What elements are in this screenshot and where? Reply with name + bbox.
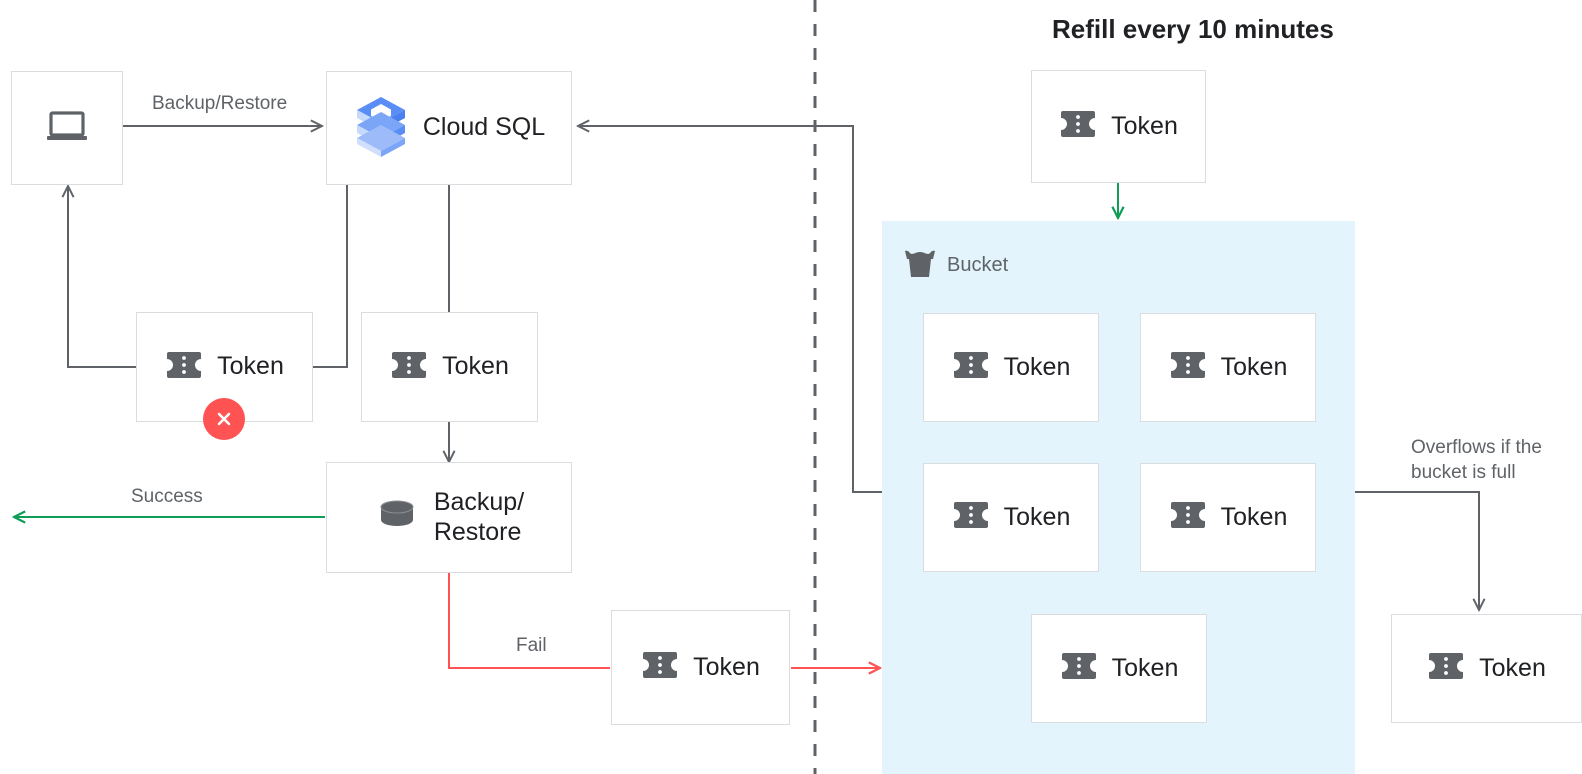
node-cloud-sql[interactable]: Cloud SQL [326, 71, 572, 185]
edge-label-success: Success [131, 486, 203, 507]
diagram-title: Refill every 10 minutes [1052, 14, 1334, 44]
node-token-consumed-label: Token [442, 352, 509, 381]
node-token-refill-label: Token [1111, 111, 1178, 140]
bucket-token-5[interactable]: Token [1031, 614, 1207, 723]
token-icon [390, 347, 428, 388]
node-backup-restore-label: Backup/ Restore [433, 488, 525, 546]
edge-label-fail: Fail [516, 635, 547, 656]
node-token-consumed[interactable]: Token [361, 312, 538, 422]
bucket-token-2-label: Token [1220, 352, 1288, 381]
bucket-token-3[interactable]: Token [923, 463, 1099, 572]
token-icon [1059, 106, 1097, 147]
laptop-icon [46, 108, 88, 149]
token-icon [1060, 648, 1098, 689]
bucket-icon [902, 246, 938, 285]
bucket-token-1[interactable]: Token [923, 313, 1099, 422]
token-icon [952, 347, 990, 388]
node-token-fail-path-label: Token [693, 652, 760, 681]
edge-overflow [1355, 491, 1479, 610]
bucket-title: Bucket [947, 254, 1009, 276]
bucket-token-2[interactable]: Token [1140, 313, 1316, 422]
edge-label-backup-restore: Backup/Restore [152, 93, 288, 114]
node-token-failed-label: Token [217, 352, 284, 381]
cloud-sql-icon [353, 95, 409, 162]
token-icon [1427, 648, 1465, 689]
bucket-token-4-label: Token [1220, 502, 1288, 531]
bucket-token-3-label: Token [1003, 502, 1071, 531]
token-icon [1169, 347, 1207, 388]
node-backup-restore[interactable]: Backup/ Restore [326, 462, 572, 573]
node-cloud-sql-label: Cloud SQL [422, 113, 546, 142]
edge-label-overflow: Overflows if the bucket is full [1411, 437, 1542, 483]
close-icon [217, 412, 231, 426]
node-token-overflow-label: Token [1479, 653, 1546, 682]
token-icon [952, 497, 990, 538]
database-icon [374, 496, 420, 539]
edge-bucket-to-cloudsql [578, 126, 882, 493]
token-icon [641, 647, 679, 688]
bucket-header: Bucket [902, 246, 1008, 285]
error-x-badge [203, 398, 245, 440]
bucket-token-5-label: Token [1111, 653, 1179, 682]
token-icon [165, 347, 203, 388]
bucket-token-1-label: Token [1003, 352, 1071, 381]
node-client[interactable] [11, 71, 123, 185]
node-token-fail-path[interactable]: Token [611, 610, 790, 725]
node-token-refill[interactable]: Token [1031, 70, 1206, 183]
node-token-overflow[interactable]: Token [1391, 614, 1582, 723]
bucket-token-4[interactable]: Token [1140, 463, 1316, 572]
token-icon [1169, 497, 1207, 538]
